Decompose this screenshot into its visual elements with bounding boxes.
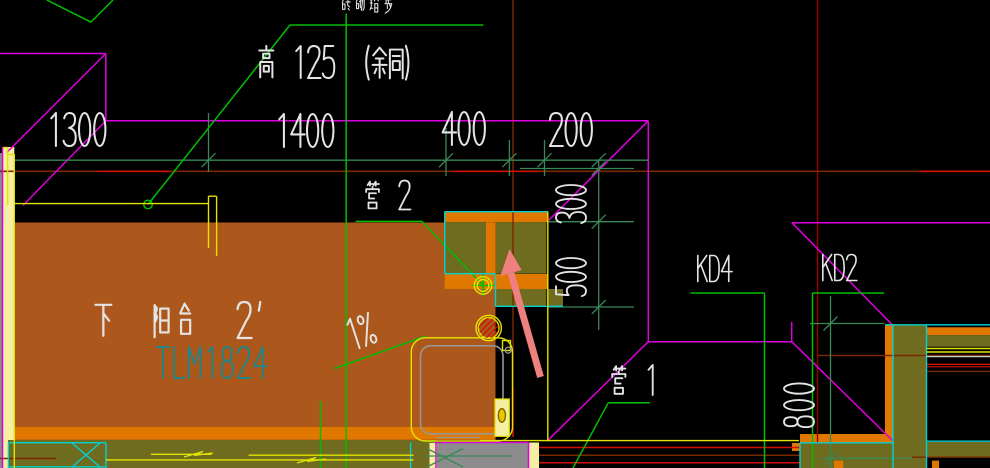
bottom-wall-olive-strip <box>8 440 436 468</box>
text-dim-400 <box>441 110 486 147</box>
break-zig-1 <box>183 450 214 458</box>
door-handle <box>497 407 507 423</box>
text-height-prefix <box>258 45 275 79</box>
arrow-head <box>500 249 522 276</box>
text-down <box>94 303 113 337</box>
wall-block-orange-low <box>444 274 548 289</box>
top-v-mark <box>46 0 114 24</box>
arrow-shaft <box>507 272 544 378</box>
text-pipe1 <box>611 364 654 396</box>
text-dim-1300 <box>50 111 107 148</box>
east-wall-orange <box>885 324 893 468</box>
pipe-circle-outer <box>473 275 493 295</box>
right-band-orange <box>926 327 990 336</box>
wall-block-olive-right <box>495 222 547 274</box>
pale-strip-right-of-gray <box>528 442 539 468</box>
south-wall-olive <box>800 443 927 468</box>
text-dim-300 <box>555 184 587 225</box>
magenta-diag-3 <box>546 341 649 442</box>
annotation-texts <box>50 0 858 429</box>
balcony-slab-edge-band <box>14 427 496 440</box>
wall-block-olive-sliver <box>548 289 563 307</box>
pipe1-leader-diag <box>572 402 609 468</box>
text-dim-800 <box>783 382 815 429</box>
wall-block-orange-mid <box>486 222 496 274</box>
annotation-arrow <box>500 249 544 378</box>
right-band-olive <box>926 335 990 347</box>
text-step-note <box>341 0 393 14</box>
yellow-fixtures <box>3 146 990 468</box>
step-leader-dot <box>143 199 153 210</box>
text-kd2 <box>821 253 858 282</box>
slope-line <box>334 335 426 370</box>
cyan-edges <box>7 210 990 468</box>
text-balcony-no <box>236 300 262 340</box>
text-dim-1400 <box>278 112 335 149</box>
magenta-diag-4 <box>791 341 894 442</box>
wall-block-top-orange <box>444 212 548 223</box>
magenta-diag-2 <box>22 120 107 206</box>
text-height-suffix <box>365 44 410 81</box>
left-wall-pale-strip <box>3 147 15 440</box>
drain-hatch-line <box>478 318 493 331</box>
text-dim-500 <box>555 257 587 298</box>
drain-circle-outer <box>475 314 503 342</box>
drain-circle-inner <box>477 317 500 340</box>
bathtub-inner <box>419 344 504 435</box>
leader-lines <box>46 0 884 468</box>
text-height-value <box>295 45 336 79</box>
magenta-diag-1 <box>6 52 107 154</box>
tub-tap-box <box>501 339 512 352</box>
text-dim-200 <box>548 111 593 148</box>
dimension-lines <box>14 113 911 468</box>
step-leader-diag <box>147 24 291 205</box>
sill-cross-b <box>426 447 464 468</box>
gray-block <box>436 442 529 468</box>
balcony-floor-fill <box>14 222 496 440</box>
wall-block-olive-left <box>444 222 486 274</box>
drain-hatch-line <box>485 325 499 338</box>
bottom-orange-marker-2 <box>932 460 939 468</box>
pipe-circle-inner <box>476 278 490 293</box>
magenta-outlines <box>0 52 990 468</box>
left-wall-gray-sliver <box>0 153 3 468</box>
break-zig-2 <box>296 456 327 464</box>
bathtub-outline <box>410 337 514 442</box>
text-balcony <box>153 302 192 339</box>
left-wall-pale-strip-bottom <box>3 440 8 468</box>
text-door-code <box>155 346 268 379</box>
south-wall-orange <box>800 434 893 443</box>
bottom-orange-marker-1 <box>834 460 844 468</box>
south-wall-olive-east <box>926 442 990 458</box>
text-pipe2 <box>365 179 412 211</box>
text-slope <box>346 311 378 350</box>
cyan-cross-b <box>71 442 101 468</box>
magenta-diag-5 <box>791 222 893 326</box>
text-kd4 <box>696 254 733 283</box>
tub-knob <box>504 346 512 354</box>
